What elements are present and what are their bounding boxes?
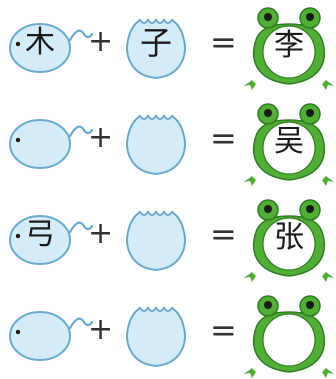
row-art (9, 7, 334, 90)
plus-sign: + (88, 120, 114, 155)
plus-sign: + (88, 24, 114, 59)
egg-bubble (126, 18, 186, 80)
tadpole-character: 木 (25, 25, 55, 60)
tadpole-shape (9, 23, 94, 73)
egg-bubble (126, 210, 186, 272)
frog-shape (244, 199, 334, 282)
equation-row-3: 弓 + = 张 (0, 192, 336, 282)
equals-sign: = (210, 311, 237, 349)
egg-bubble (126, 114, 186, 176)
tadpole-shape (9, 119, 94, 169)
egg-character: 子 (139, 24, 172, 62)
equals-sign: = (210, 23, 237, 61)
plus-sign: + (88, 312, 114, 347)
tadpole-shape (9, 215, 94, 265)
equation-row-2: + = 吴 (0, 96, 336, 186)
equation-row-1: 木 + 子 = 李 (0, 0, 336, 90)
plus-sign: + (88, 216, 114, 251)
frog-shape (244, 295, 334, 378)
egg-bubble (126, 306, 186, 368)
frog-character: 张 (274, 220, 304, 255)
row-art (9, 103, 334, 186)
frog-character: 吴 (274, 124, 304, 159)
equation-row-4: + = (0, 288, 336, 378)
equals-sign: = (210, 119, 237, 157)
row-art (9, 199, 334, 282)
tadpole-character: 弓 (25, 217, 55, 252)
tadpole-shape (9, 311, 94, 361)
frog-shape (244, 7, 334, 90)
frog-character: 李 (274, 28, 304, 63)
equals-sign: = (210, 215, 237, 253)
row-art (9, 295, 334, 378)
frog-shape (244, 103, 334, 186)
